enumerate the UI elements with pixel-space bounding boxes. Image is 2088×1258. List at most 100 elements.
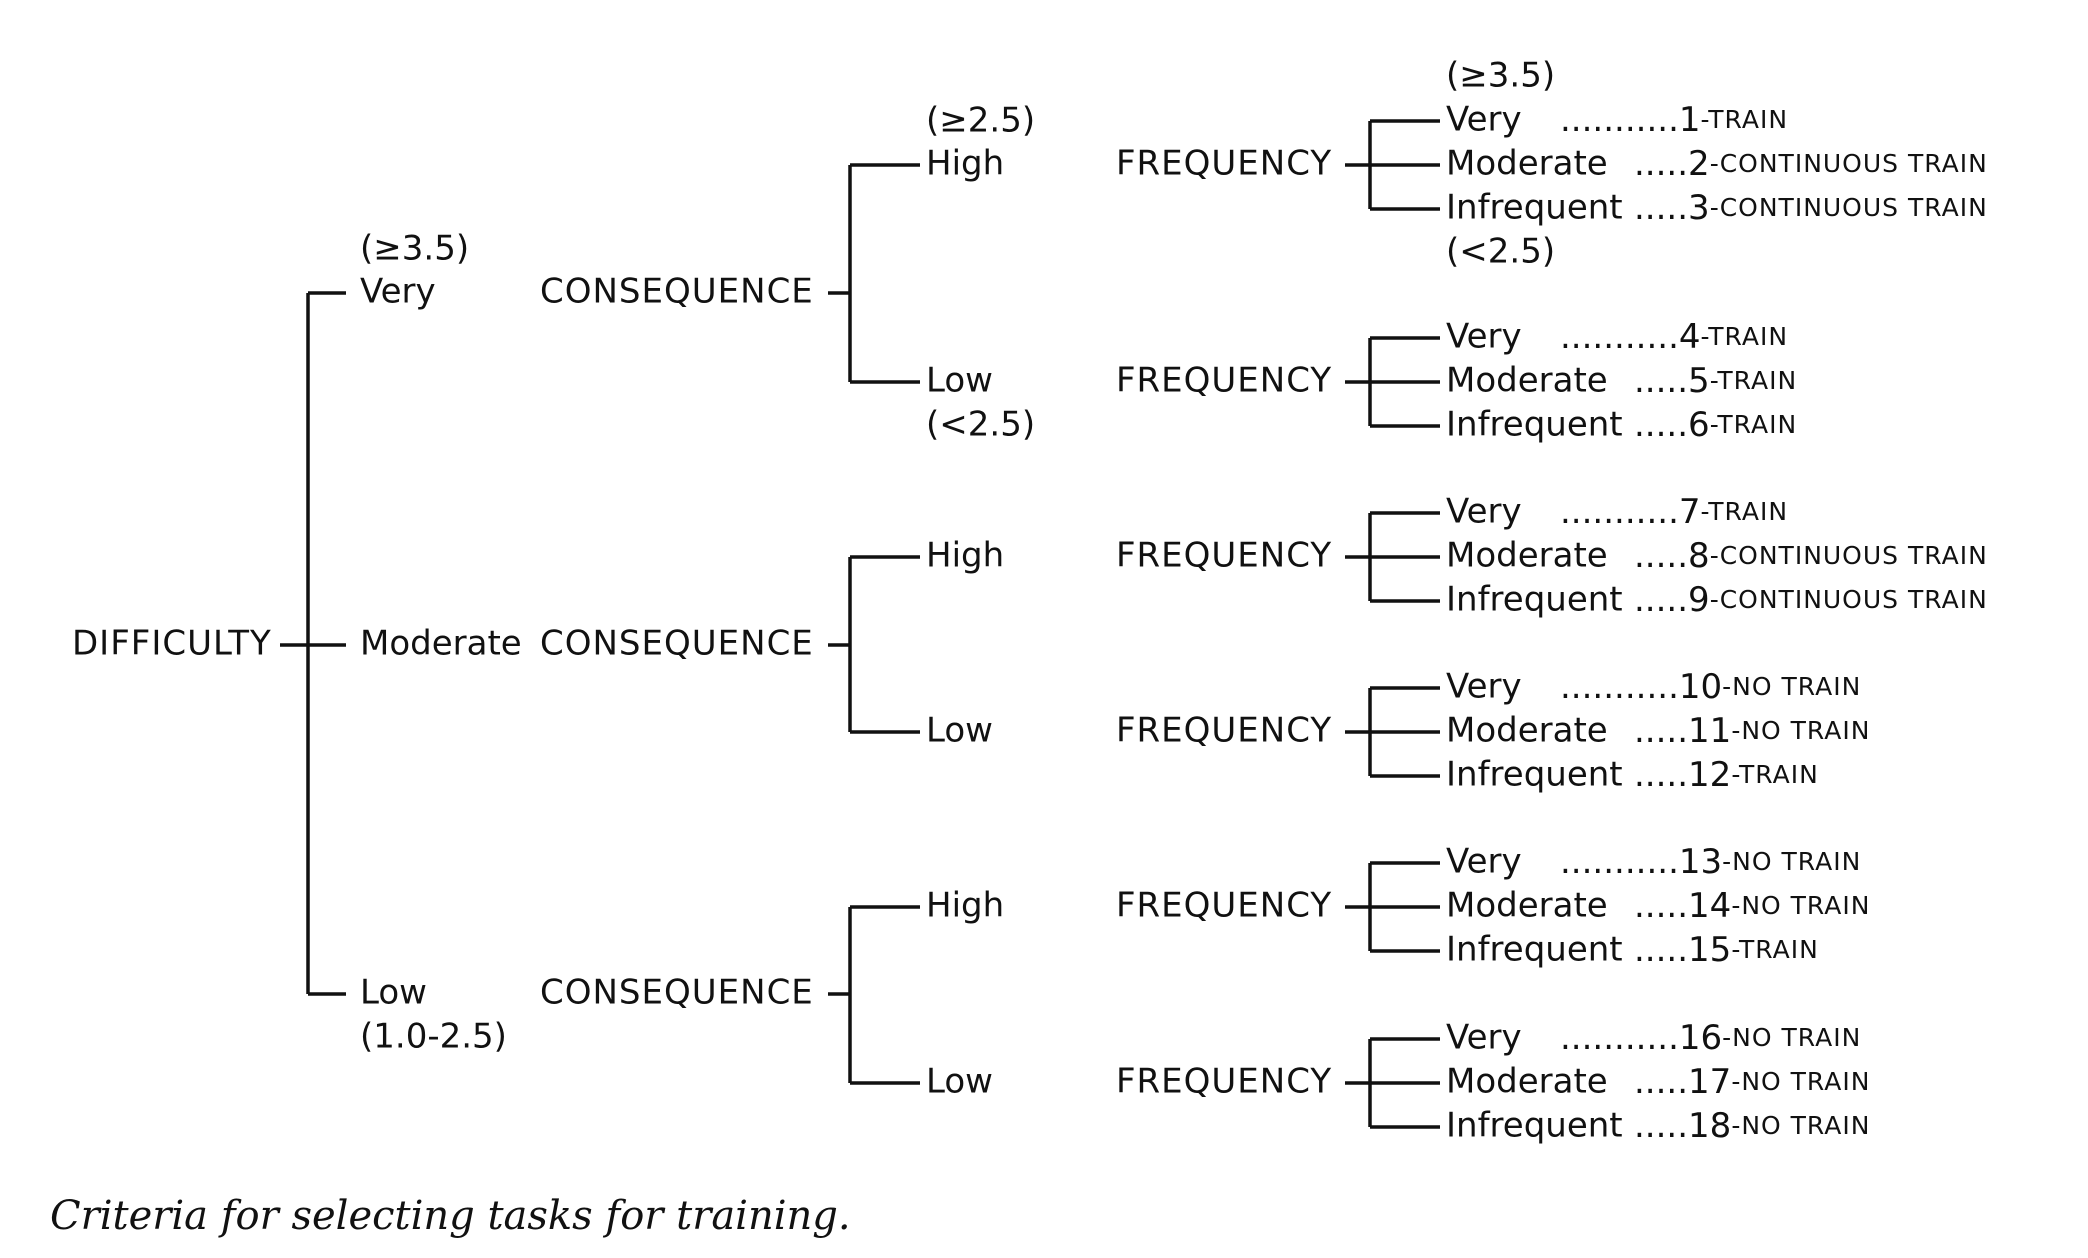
frequency-level-label: Very bbox=[1446, 100, 1522, 140]
outcome-number: 2 bbox=[1688, 144, 1710, 184]
outcome-number: 1 bbox=[1679, 100, 1701, 140]
outcome-dots: ........... bbox=[1560, 667, 1679, 707]
difficulty-level-label: Low bbox=[360, 973, 427, 1013]
outcome-dots: ........... bbox=[1560, 100, 1679, 140]
consequence-label: CONSEQUENCE bbox=[540, 272, 814, 312]
outcome-dots: ........... bbox=[1560, 317, 1679, 357]
outcome-dots: ..... bbox=[1634, 144, 1688, 184]
consequence-level-label: Low bbox=[926, 1062, 993, 1102]
outcome-action: -TRAIN bbox=[1710, 410, 1798, 439]
difficulty-range-label: (1.0-2.5) bbox=[360, 1017, 507, 1057]
frequency-level-label: Moderate bbox=[1446, 361, 1608, 401]
outcome-dots: ........... bbox=[1560, 492, 1679, 532]
outcome-action: -NO TRAIN bbox=[1722, 847, 1861, 876]
outcome-label: .....5-TRAIN bbox=[1634, 361, 1797, 401]
outcome-number: 17 bbox=[1688, 1062, 1731, 1102]
outcome-number: 6 bbox=[1688, 405, 1710, 445]
outcome-action: -TRAIN bbox=[1701, 322, 1789, 351]
frequency-level-label: Infrequent bbox=[1446, 930, 1623, 970]
outcome-dots: ..... bbox=[1634, 930, 1688, 970]
difficulty-level-label: Very bbox=[360, 272, 436, 312]
outcome-label: .....15-TRAIN bbox=[1634, 930, 1819, 970]
frequency-level-label: Moderate bbox=[1446, 711, 1608, 751]
outcome-number: 3 bbox=[1688, 188, 1710, 228]
outcome-action: -TRAIN bbox=[1701, 105, 1789, 134]
outcome-label: .....11-NO TRAIN bbox=[1634, 711, 1870, 751]
outcome-label: .....6-TRAIN bbox=[1634, 405, 1797, 445]
outcome-action: -TRAIN bbox=[1731, 935, 1819, 964]
consequence-label: CONSEQUENCE bbox=[540, 973, 814, 1013]
outcome-label: .....3-CONTINUOUS TRAIN bbox=[1634, 188, 1988, 228]
outcome-action: -TRAIN bbox=[1701, 497, 1789, 526]
frequency-level-label: Moderate bbox=[1446, 536, 1608, 576]
consequence-range-label: (<2.5) bbox=[926, 405, 1035, 445]
frequency-label: FREQUENCY bbox=[1116, 361, 1332, 401]
outcome-label: ...........13-NO TRAIN bbox=[1560, 842, 1861, 882]
outcome-number: 14 bbox=[1688, 886, 1731, 926]
outcome-dots: ..... bbox=[1634, 361, 1688, 401]
consequence-range-label: (≥2.5) bbox=[926, 101, 1035, 141]
outcome-number: 5 bbox=[1688, 361, 1710, 401]
outcome-number: 13 bbox=[1679, 842, 1722, 882]
frequency-level-label: Infrequent bbox=[1446, 755, 1623, 795]
outcome-label: .....12-TRAIN bbox=[1634, 755, 1819, 795]
consequence-level-label: High bbox=[926, 536, 1004, 576]
outcome-dots: ..... bbox=[1634, 886, 1688, 926]
outcome-dots: ........... bbox=[1560, 842, 1679, 882]
outcome-number: 9 bbox=[1688, 580, 1710, 620]
outcome-dots: ..... bbox=[1634, 580, 1688, 620]
difficulty-range-label: (≥3.5) bbox=[360, 229, 469, 269]
outcome-action: -NO TRAIN bbox=[1722, 1023, 1861, 1052]
frequency-level-label: Infrequent bbox=[1446, 405, 1623, 445]
frequency-level-label: Very bbox=[1446, 842, 1522, 882]
frequency-level-label: Moderate bbox=[1446, 886, 1608, 926]
outcome-number: 10 bbox=[1679, 667, 1722, 707]
consequence-level-label: High bbox=[926, 144, 1004, 184]
outcome-label: ...........7-TRAIN bbox=[1560, 492, 1788, 532]
outcome-dots: ..... bbox=[1634, 405, 1688, 445]
frequency-level-label: Infrequent bbox=[1446, 188, 1623, 228]
consequence-level-label: High bbox=[926, 886, 1004, 926]
outcome-number: 8 bbox=[1688, 536, 1710, 576]
consequence-level-label: Low bbox=[926, 361, 993, 401]
difficulty-level-label: Moderate bbox=[360, 624, 522, 664]
figure-caption: Criteria for selecting tasks for trainin… bbox=[50, 1193, 851, 1239]
outcome-number: 12 bbox=[1688, 755, 1731, 795]
frequency-level-label: Very bbox=[1446, 1018, 1522, 1058]
frequency-label: FREQUENCY bbox=[1116, 144, 1332, 184]
outcome-action: -TRAIN bbox=[1731, 760, 1819, 789]
outcome-dots: ........... bbox=[1560, 1018, 1679, 1058]
outcome-number: 11 bbox=[1688, 711, 1731, 751]
outcome-action: -CONTINUOUS TRAIN bbox=[1710, 149, 1988, 178]
outcome-number: 18 bbox=[1688, 1106, 1731, 1146]
outcome-label: ...........16-NO TRAIN bbox=[1560, 1018, 1861, 1058]
outcome-dots: ..... bbox=[1634, 711, 1688, 751]
consequence-level-label: Low bbox=[926, 711, 993, 751]
frequency-level-label: Infrequent bbox=[1446, 1106, 1623, 1146]
outcome-number: 15 bbox=[1688, 930, 1731, 970]
outcome-label: .....14-NO TRAIN bbox=[1634, 886, 1870, 926]
outcome-action: -CONTINUOUS TRAIN bbox=[1710, 585, 1988, 614]
outcome-label: .....8-CONTINUOUS TRAIN bbox=[1634, 536, 1988, 576]
outcome-label: .....17-NO TRAIN bbox=[1634, 1062, 1870, 1102]
outcome-label: ...........4-TRAIN bbox=[1560, 317, 1788, 357]
consequence-label: CONSEQUENCE bbox=[540, 624, 814, 664]
frequency-level-label: Very bbox=[1446, 667, 1522, 707]
outcome-action: -NO TRAIN bbox=[1731, 716, 1870, 745]
frequency-label: FREQUENCY bbox=[1116, 886, 1332, 926]
frequency-level-label: Infrequent bbox=[1446, 580, 1623, 620]
outcome-action: -TRAIN bbox=[1710, 366, 1798, 395]
difficulty-root-label: DIFFICULTY bbox=[72, 624, 272, 664]
frequency-label: FREQUENCY bbox=[1116, 711, 1332, 751]
frequency-level-label: Moderate bbox=[1446, 144, 1608, 184]
outcome-action: -NO TRAIN bbox=[1731, 891, 1870, 920]
outcome-number: 4 bbox=[1679, 317, 1701, 357]
outcome-label: .....18-NO TRAIN bbox=[1634, 1106, 1870, 1146]
frequency-range-label: (≥3.5) bbox=[1446, 56, 1555, 96]
frequency-level-label: Very bbox=[1446, 317, 1522, 357]
outcome-dots: ..... bbox=[1634, 536, 1688, 576]
outcome-dots: ..... bbox=[1634, 755, 1688, 795]
outcome-action: -NO TRAIN bbox=[1731, 1067, 1870, 1096]
outcome-action: -CONTINUOUS TRAIN bbox=[1710, 541, 1988, 570]
